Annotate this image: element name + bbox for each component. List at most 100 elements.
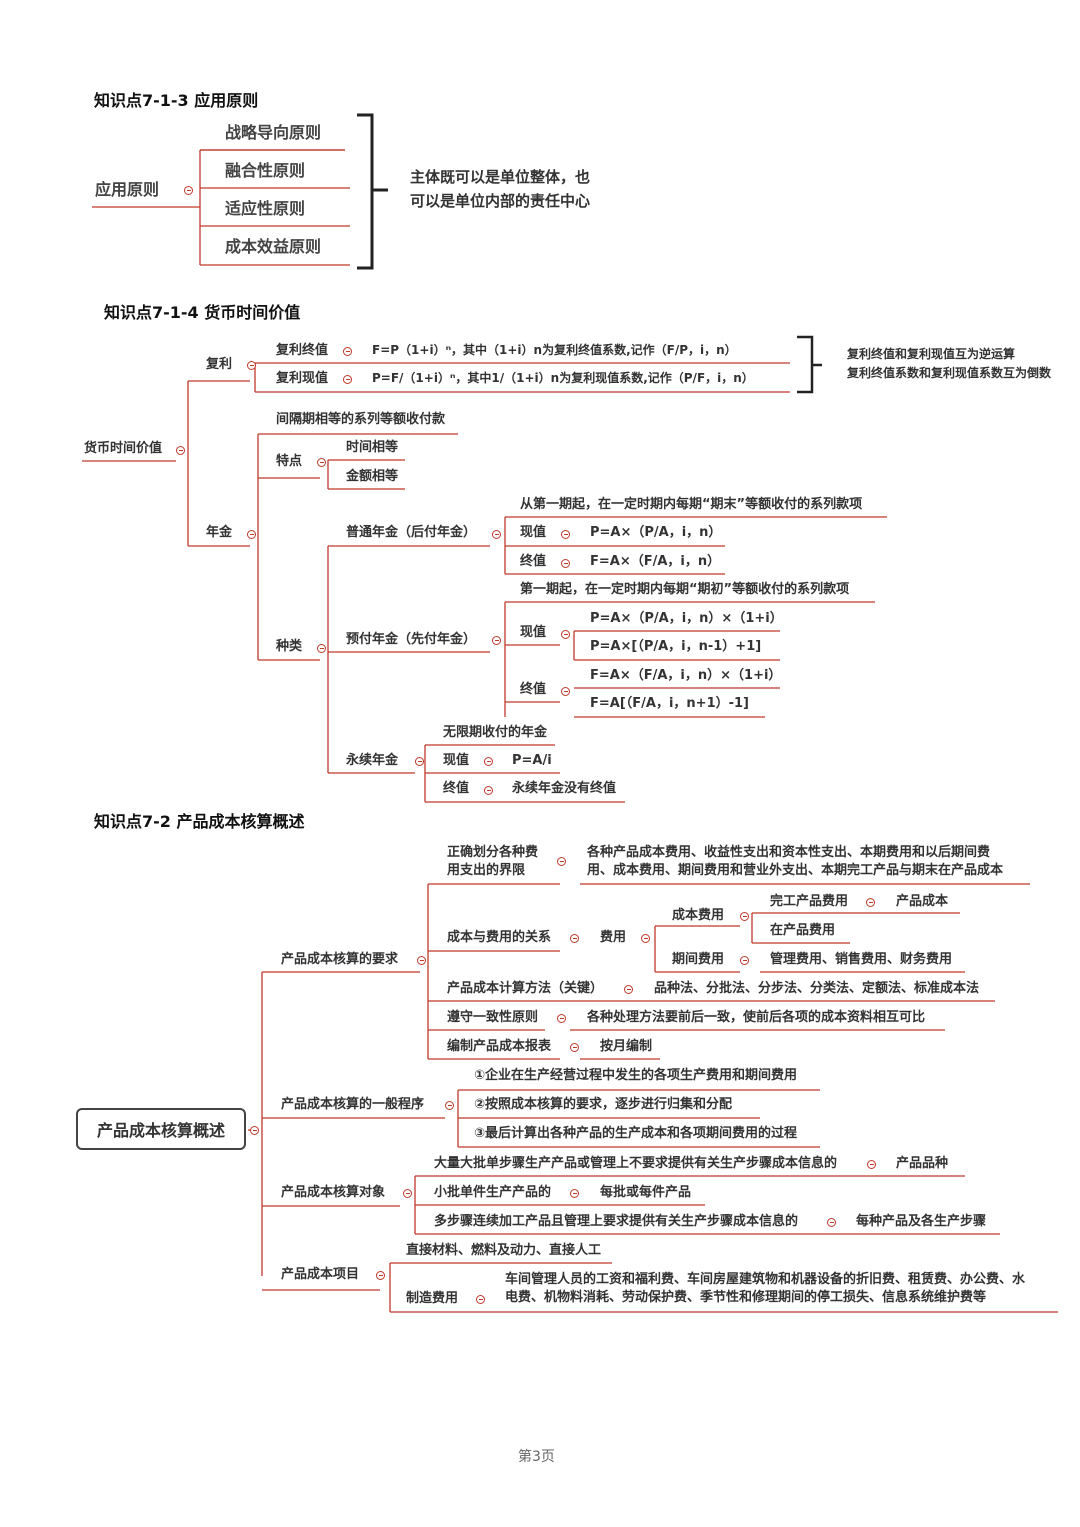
annuity-due-fv-formula-1: F=A×（F/A，i，n）×（1+i） <box>590 668 782 683</box>
direct-cost-items: 直接材料、燃料及动力、直接人工 <box>406 1243 602 1258</box>
formula-compound-fv: F=P（1+i）ⁿ，其中（1+i）n为复利终值系数,记作（F/P，i，n） <box>372 343 737 357</box>
collapse-minus-icon[interactable] <box>740 912 749 921</box>
perpetuity-fv-text: 永续年金没有终值 <box>512 781 617 796</box>
collapse-minus-icon[interactable] <box>557 857 566 866</box>
collapse-minus-icon[interactable] <box>561 630 570 639</box>
compound-note-1: 复利终值和复利现值互为逆运算 <box>847 347 1016 361</box>
boundary-text-line-1: 各种产品成本费用、收益性支出和资本性支出、本期费用和以后期间费 <box>587 845 991 860</box>
collapse-minus-icon[interactable] <box>484 757 493 766</box>
annuity-due-definition: 第一期起，在一定时期内每期“期初”等额收付的系列款项 <box>520 582 850 597</box>
compound-note-2: 复利终值系数和复利现值系数互为倒数 <box>847 366 1052 380</box>
collapse-minus-icon[interactable] <box>417 956 426 965</box>
annuity-due-fv-label: 终值 <box>520 682 547 697</box>
node-period-fee: 期间费用 <box>672 952 725 967</box>
collapse-minus-icon[interactable] <box>445 1101 454 1110</box>
collapse-minus-icon[interactable] <box>250 1126 259 1135</box>
node-cost-fee-relation: 成本与费用的关系 <box>447 930 552 945</box>
boundary-text-line-2: 用、成本费用、期间费用和营业外支出、本期完工产品与期末在产品成本 <box>587 862 1004 878</box>
collapse-minus-icon[interactable] <box>561 559 570 568</box>
boundary-text: 各种产品成本费用、收益性支出和资本性支出、本期费用和以后期间费 用、成本费用、期… <box>587 845 1004 879</box>
annuity-due-pv-label: 现值 <box>520 625 547 640</box>
perpetuity-pv-formula: P=A/i <box>512 753 552 768</box>
collapse-minus-icon[interactable] <box>484 786 493 795</box>
collapse-minus-icon[interactable] <box>867 1160 876 1169</box>
collapse-minus-icon[interactable] <box>247 361 256 370</box>
perpetuity-pv-label: 现值 <box>443 753 470 768</box>
collapse-minus-icon[interactable] <box>740 956 749 965</box>
node-cost-benefit-principle: 成本效益原则 <box>225 237 322 256</box>
ordinary-fv-label: 终值 <box>520 554 547 569</box>
node-manufacturing-overhead: 制造费用 <box>406 1291 459 1306</box>
node-finished-product-fee: 完工产品费用 <box>770 894 849 909</box>
node-cost-report: 编制产品成本报表 <box>447 1039 552 1054</box>
cost-report-text: 按月编制 <box>600 1039 653 1054</box>
annuity-due-pv-formula-2: P=A×[（P/A，i，n-1）+1] <box>590 639 762 654</box>
node-consistency-principle: 遵守一致性原则 <box>447 1010 539 1025</box>
perpetuity-definition: 无限期收付的年金 <box>443 725 548 740</box>
collapse-minus-icon[interactable] <box>827 1218 836 1227</box>
collapse-minus-icon[interactable] <box>557 1014 566 1023</box>
node-annuity-kinds: 种类 <box>276 639 303 654</box>
node-time-value-of-money: 货币时间价值 <box>84 441 163 456</box>
section-title-application-principles: 知识点7-1-3 应用原则 <box>94 91 259 110</box>
collapse-minus-icon[interactable] <box>247 530 256 539</box>
collapse-minus-icon[interactable] <box>570 934 579 943</box>
collapse-minus-icon[interactable] <box>415 757 424 766</box>
node-integration-principle: 融合性原则 <box>225 161 306 180</box>
node-annuity-features: 特点 <box>276 454 303 469</box>
ordinary-pv-formula: P=A×（P/A，i，n） <box>590 525 722 540</box>
procedure-step-3: ③最后计算出各种产品的生产成本和各项期间费用的过程 <box>474 1126 798 1141</box>
collapse-minus-icon[interactable] <box>570 1189 579 1198</box>
object-result-2: 每批或每件产品 <box>600 1185 692 1200</box>
collapse-minus-icon[interactable] <box>184 186 193 195</box>
collapse-minus-icon[interactable] <box>343 347 352 356</box>
collapse-minus-icon[interactable] <box>570 1043 579 1052</box>
section-title-time-value: 知识点7-1-4 货币时间价值 <box>104 303 301 322</box>
node-wip-fee: 在产品费用 <box>770 923 836 938</box>
collapse-minus-icon[interactable] <box>176 446 185 455</box>
node-costing-requirements: 产品成本核算的要求 <box>281 952 399 967</box>
collapse-minus-icon[interactable] <box>317 644 326 653</box>
collapse-minus-icon[interactable] <box>641 934 650 943</box>
collapse-minus-icon[interactable] <box>376 1271 385 1280</box>
boundary-label: 正确划分各种费 用支出的界限 <box>447 845 539 879</box>
perpetuity-fv-label: 终值 <box>443 781 470 796</box>
node-costing-procedure: 产品成本核算的一般程序 <box>281 1097 425 1112</box>
feature-equal-amount: 金额相等 <box>346 469 399 484</box>
consistency-text: 各种处理方法要前后一致，使前后各项的成本资料相互可比 <box>587 1010 926 1025</box>
collapse-minus-icon[interactable] <box>561 687 570 696</box>
collapse-minus-icon[interactable] <box>561 530 570 539</box>
collapse-minus-icon[interactable] <box>866 898 875 907</box>
node-annuity: 年金 <box>206 525 233 540</box>
collapse-minus-icon[interactable] <box>492 636 501 645</box>
feature-equal-time: 时间相等 <box>346 440 399 455</box>
node-cost-fee: 成本费用 <box>672 908 725 923</box>
ordinary-fv-formula: F=A×（F/A，i，n） <box>590 554 721 569</box>
period-fee-items: 管理费用、销售费用、财务费用 <box>770 952 953 967</box>
node-adaptability-principle: 适应性原则 <box>225 199 306 218</box>
node-compound-pv: 复利现值 <box>276 371 329 386</box>
annuity-due-pv-formula-1: P=A×（P/A，i，n）×（1+i） <box>590 611 783 626</box>
node-product-costing-overview: 产品成本核算概述 <box>76 1108 246 1150</box>
boundary-label-line-1: 正确划分各种费 <box>447 845 539 860</box>
collapse-minus-icon[interactable] <box>343 375 352 384</box>
node-costing-method: 产品成本计算方法（关键） <box>447 981 604 996</box>
formula-compound-pv: P=F/（1+i）ⁿ，其中1/（1+i）n为复利现值系数,记作（P/F，i，n） <box>372 371 754 385</box>
ordinary-annuity-definition: 从第一期起，在一定时期内每期“期末”等额收付的系列款项 <box>520 497 863 512</box>
object-result-3: 每种产品及各生产步骤 <box>856 1214 987 1229</box>
procedure-step-2: ②按照成本核算的要求，逐步进行归集和分配 <box>474 1097 733 1112</box>
node-annuity-due: 预付年金（先付年金） <box>346 632 477 647</box>
object-result-1: 产品品种 <box>896 1156 949 1171</box>
node-perpetuity: 永续年金 <box>346 753 399 768</box>
collapse-minus-icon[interactable] <box>476 1295 485 1304</box>
collapse-minus-icon[interactable] <box>624 985 633 994</box>
annuity-due-fv-formula-2: F=A[（F/A，i，n+1）-1] <box>590 696 749 711</box>
object-condition-3: 多步骤连续加工产品且管理上要求提供有关生产步骤成本信息的 <box>434 1214 799 1229</box>
collapse-minus-icon[interactable] <box>403 1189 412 1198</box>
object-condition-2: 小批单件生产产品的 <box>434 1185 552 1200</box>
collapse-minus-icon[interactable] <box>492 530 501 539</box>
node-cost-items: 产品成本项目 <box>281 1267 360 1282</box>
collapse-minus-icon[interactable] <box>317 458 326 467</box>
